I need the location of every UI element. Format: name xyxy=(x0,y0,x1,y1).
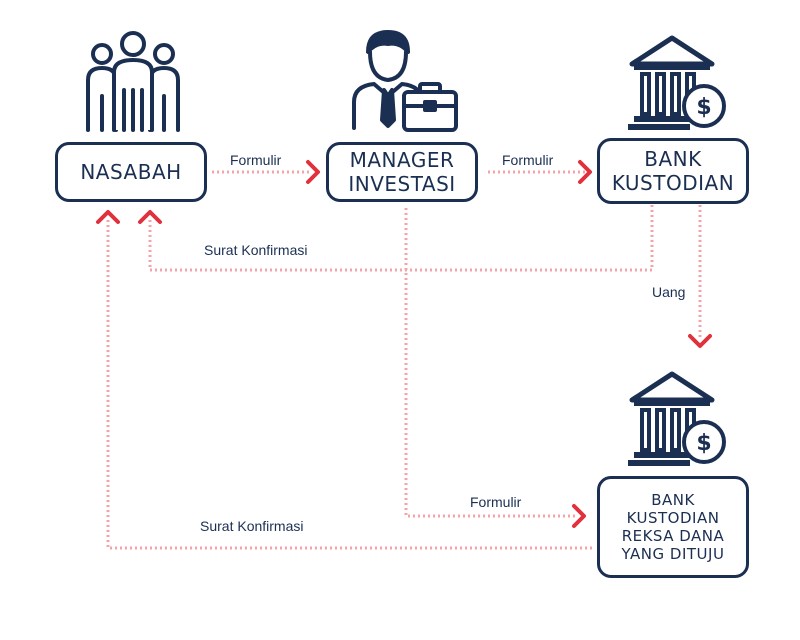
node-bank-kustodian: BANK KUSTODIAN xyxy=(597,138,749,204)
node-manager-investasi: MANAGER INVESTASI xyxy=(326,142,478,202)
node-label: INVESTASI xyxy=(348,172,456,196)
bank-dollar-icon xyxy=(628,38,724,130)
arrowhead-down xyxy=(688,334,712,348)
edge-label-formulir: Formulir xyxy=(230,152,282,168)
edge-label-surat-konfirmasi: Surat Konfirmasi xyxy=(204,242,308,258)
node-label: MANAGER xyxy=(349,148,455,172)
node-nasabah: NASABAH xyxy=(55,142,207,202)
node-label: KUSTODIAN xyxy=(626,509,720,527)
edge-label-uang: Uang xyxy=(652,284,686,300)
node-label: REKSA DANA xyxy=(621,527,725,545)
edge-label-surat-konfirmasi: Surat Konfirmasi xyxy=(200,518,304,534)
connector xyxy=(404,208,578,518)
bank-dollar-icon xyxy=(628,374,724,466)
node-label: KUSTODIAN xyxy=(611,171,735,195)
arrowhead-up xyxy=(96,210,120,224)
node-bank-kustodian-reksa-dana: BANK KUSTODIAN REKSA DANA YANG DITUJU xyxy=(597,476,749,578)
node-label: NASABAH xyxy=(80,160,182,184)
edge-label-formulir: Formulir xyxy=(470,494,522,510)
connector xyxy=(148,205,654,272)
edge-label-formulir: Formulir xyxy=(502,152,554,168)
arrowhead-right xyxy=(578,160,592,184)
arrowhead-up xyxy=(138,210,162,224)
node-label: BANK xyxy=(644,147,702,171)
node-label: BANK xyxy=(651,491,695,509)
connector xyxy=(106,218,592,550)
people-group-icon xyxy=(86,31,180,132)
arrowhead-right xyxy=(306,160,320,184)
arrowhead-right xyxy=(572,504,586,528)
node-label: YANG DITUJU xyxy=(621,545,725,563)
businessman-briefcase-icon xyxy=(352,30,458,132)
